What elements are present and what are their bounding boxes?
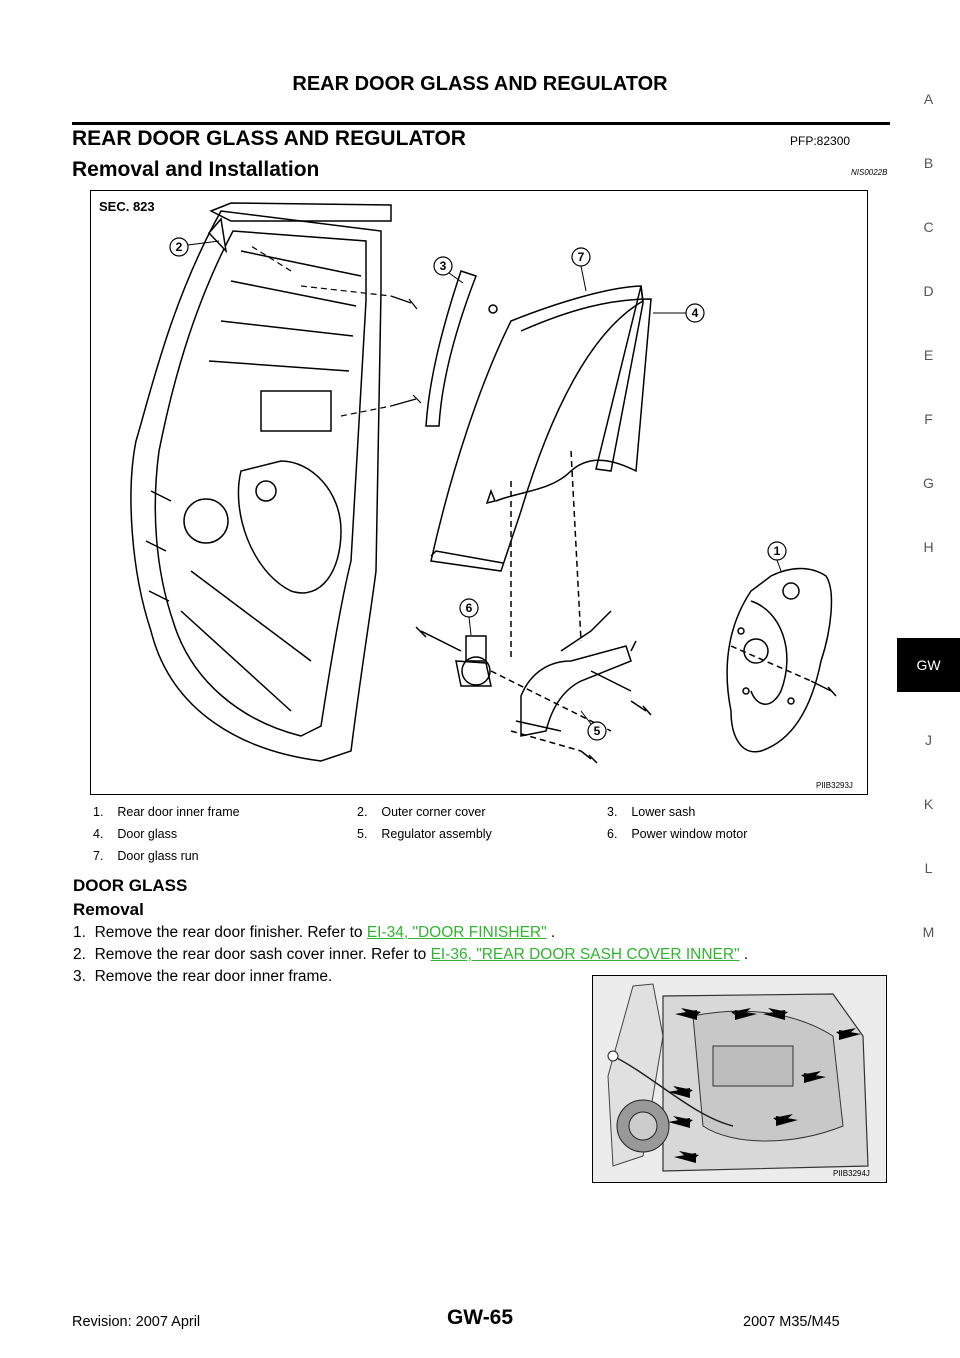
legend-item: 7. Door glass run [93,849,199,863]
power-window-motor-drawing [415,626,492,687]
tab-h[interactable]: H [923,539,934,555]
rear-door-inner-frame-drawing [726,567,837,753]
legend-item: 1. Rear door inner frame [93,805,240,819]
svg-text:3: 3 [440,259,447,273]
callout-1: 1 [767,541,787,572]
tab-a[interactable]: A [923,91,934,107]
tab-g[interactable]: G [923,475,934,491]
legend-item: 4. Door glass [93,827,178,841]
callout-5: 5 [580,710,607,741]
callout-4: 4 [653,303,705,323]
tab-m[interactable]: M [922,924,935,940]
callout-2: 2 [169,237,220,257]
svg-text:5: 5 [594,724,601,738]
step-3: 3. Remove the rear door inner frame. [73,968,333,985]
subsection-title: Removal and Installation [72,158,320,181]
legend-item: 5. Regulator assembly [357,827,492,841]
legend-item: 6. Power window motor [607,827,748,841]
svg-text:4: 4 [692,306,699,320]
callout-7: 7 [571,247,591,292]
exploded-view-figure: SEC. 823 [90,190,868,795]
step-1: 1. Remove the rear door finisher. Refer … [73,924,556,941]
inner-frame-photo: PIIB3294J [592,975,887,1183]
tab-j[interactable]: J [925,732,932,748]
running-header: REAR DOOR GLASS AND REGULATOR [292,73,668,95]
svg-text:7: 7 [578,250,585,264]
arrows [668,1008,861,1163]
removal-heading: Removal [73,900,144,919]
callout-6: 6 [459,598,479,636]
callouts: 2 3 7 4 1 [169,237,787,741]
section-title: REAR DOOR GLASS AND REGULATOR [72,127,466,150]
figure1-id: PIIB3293J [816,781,853,790]
lower-sash-drawing [425,270,498,427]
tab-c[interactable]: C [923,219,934,235]
tab-l[interactable]: L [924,860,933,876]
door-glass-drawing [430,285,652,661]
header-rule [72,122,890,125]
sec-label: SEC. 823 [99,199,155,214]
footer-page-number: GW-65 [446,1306,514,1329]
tab-gw[interactable]: GW [897,638,960,692]
tab-k[interactable]: K [923,796,934,812]
svg-text:2: 2 [176,240,183,254]
door-bolts-drawing [250,245,422,417]
link-sash-cover-inner[interactable]: EI-36, "REAR DOOR SASH COVER INNER" [430,946,740,963]
tab-f[interactable]: F [924,411,933,427]
footer-model: 2007 M35/M45 [743,1314,840,1330]
nis-code: NIS0022B [851,168,888,177]
door-glass-heading: DOOR GLASS [73,876,188,895]
rear-door-panel-drawing [130,202,392,762]
callout-3: 3 [433,256,464,284]
inner-frame-photo-drawing: PIIB3294J [593,976,885,1181]
svg-text:6: 6 [466,601,473,615]
pfp-code: PFP:82300 [790,134,851,148]
tab-b[interactable]: B [923,155,934,171]
step-2: 2. Remove the rear door sash cover inner… [73,946,749,963]
link-door-finisher[interactable]: EI-34, "DOOR FINISHER" [366,924,547,941]
legend-item: 2. Outer corner cover [357,805,486,819]
figure2-id: PIIB3294J [833,1169,870,1178]
tab-e[interactable]: E [923,347,934,363]
regulator-assembly-drawing [490,610,652,764]
legend-item: 3. Lower sash [607,805,696,819]
footer-revision: Revision: 2007 April [72,1314,201,1330]
svg-text:1: 1 [774,544,781,558]
tab-d[interactable]: D [923,283,934,299]
exploded-view-drawing: SEC. 823 [99,199,853,790]
